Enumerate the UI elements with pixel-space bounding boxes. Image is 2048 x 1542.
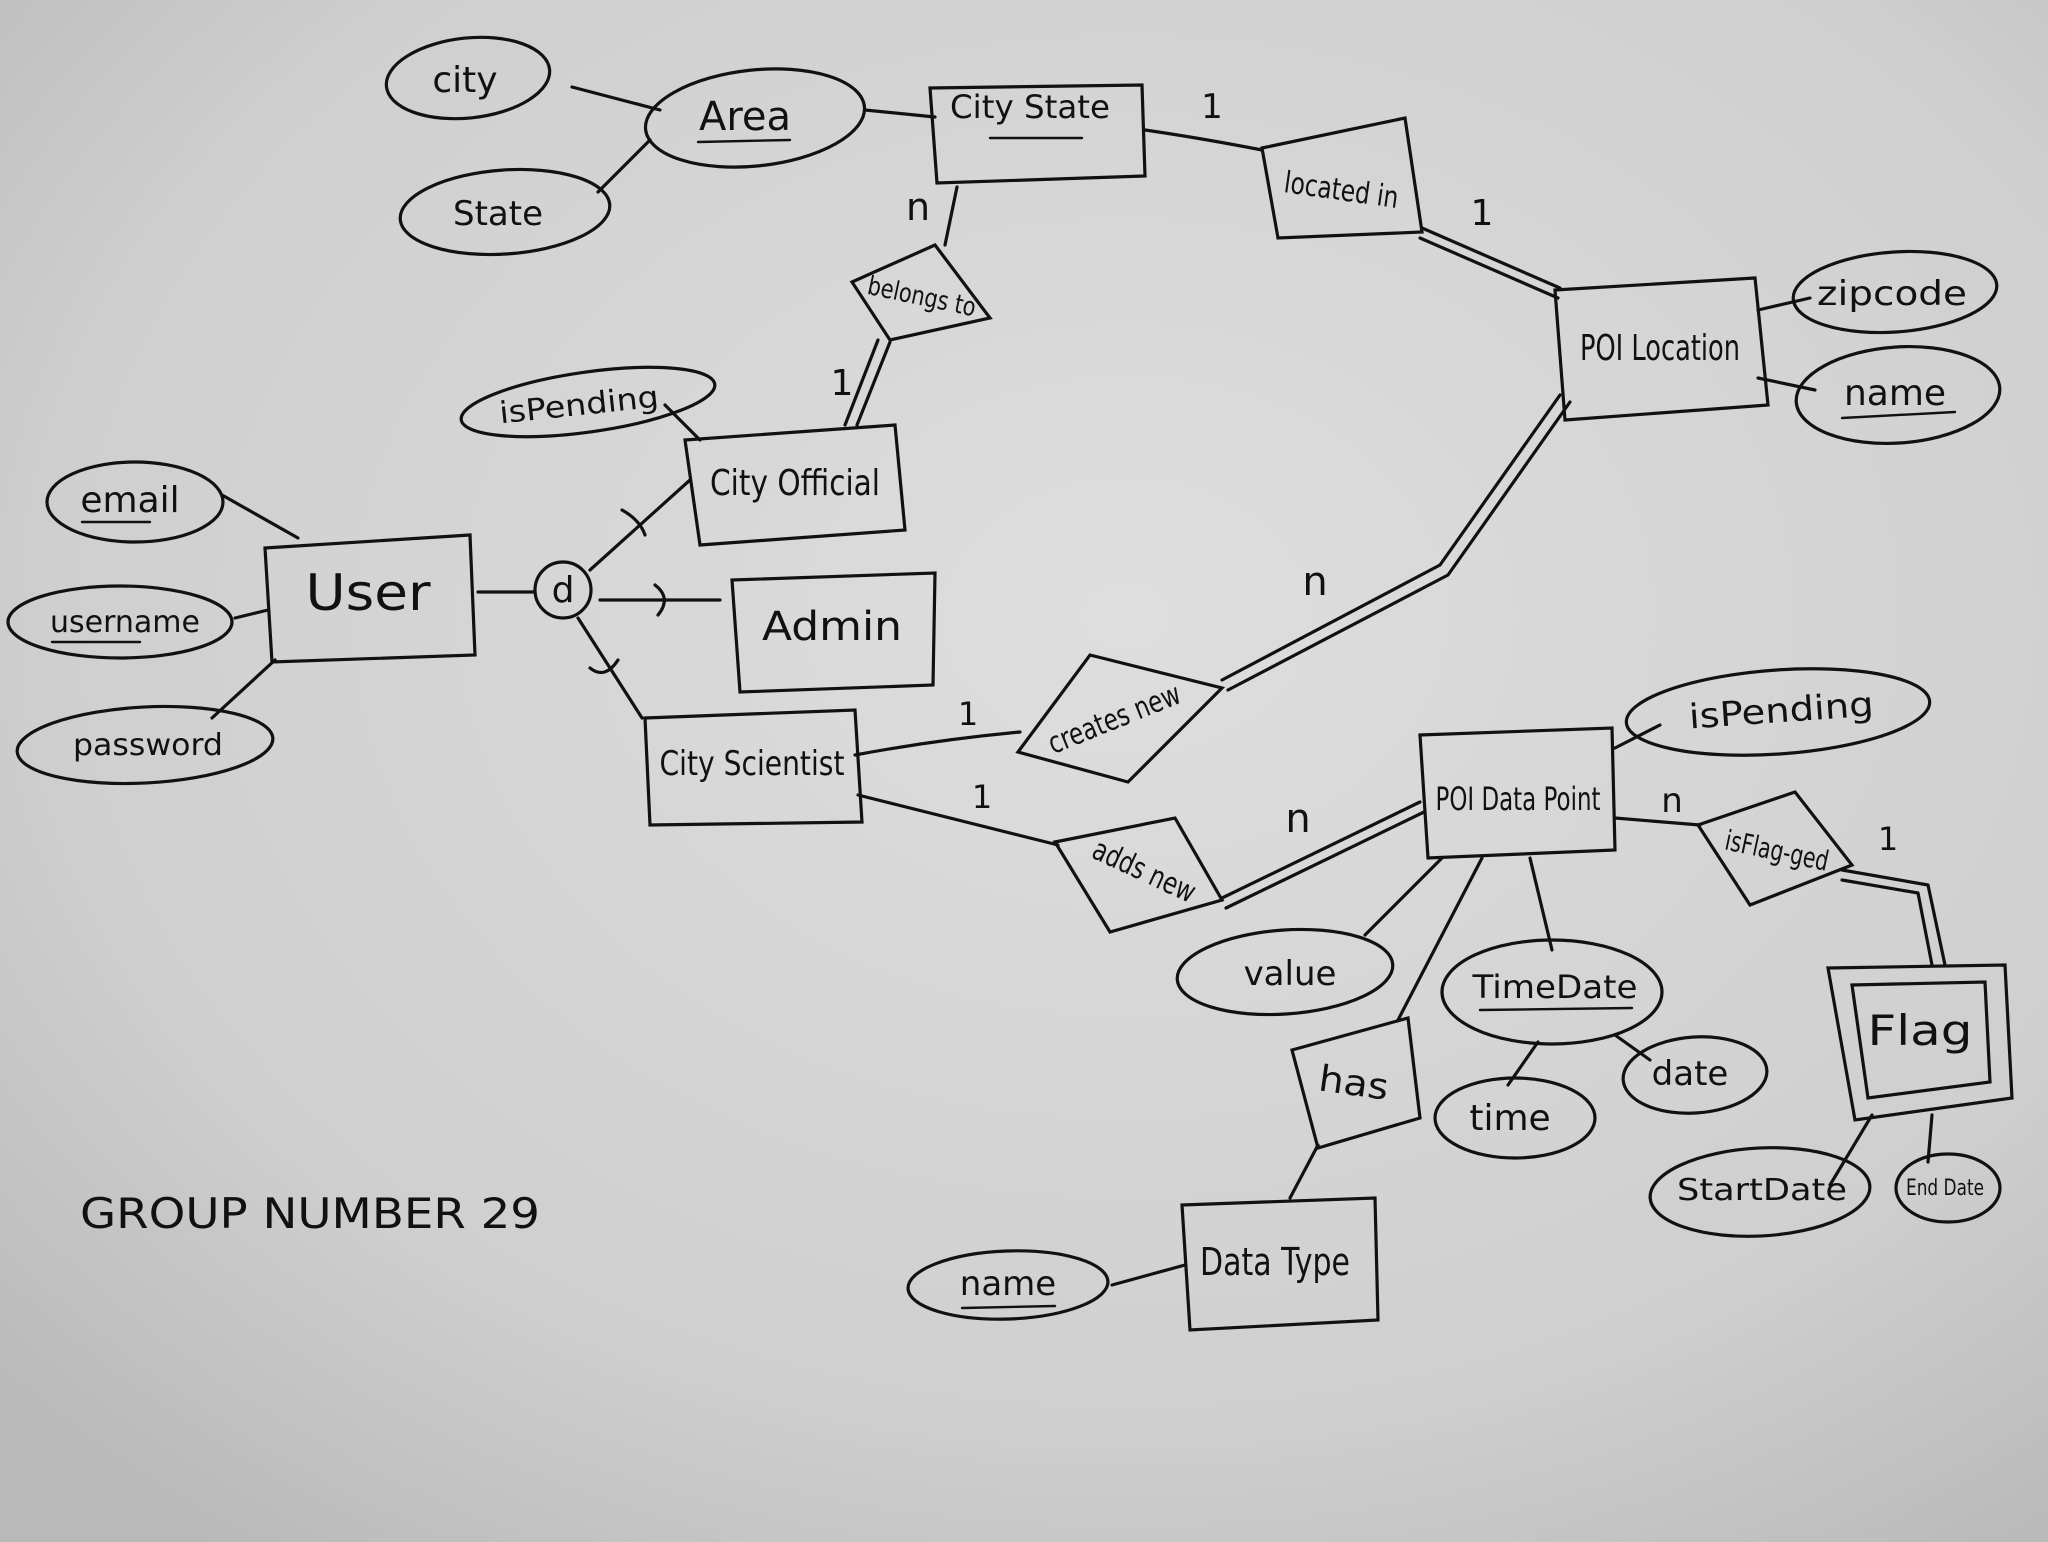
specialization-label: d xyxy=(552,570,575,611)
attribute-label: time xyxy=(1469,1098,1550,1139)
cardinality-flagged-flag: 1 xyxy=(1878,820,1898,858)
attribute-zipcode: zipcode xyxy=(1791,249,1999,335)
cardinality-city-state-located: 1 xyxy=(1201,87,1223,127)
group-number-label: GROUP NUMBER 29 xyxy=(80,1189,540,1238)
attribute-label: StartDate xyxy=(1677,1173,1847,1208)
entity-label: City Official xyxy=(710,463,880,504)
attribute-email: email xyxy=(45,460,225,544)
attribute-start-date: StartDate xyxy=(1648,1146,1872,1238)
connection-lines xyxy=(210,85,1947,1287)
cardinality-creates-scientist: 1 xyxy=(958,695,978,733)
attribute-label: name xyxy=(1844,373,1946,414)
attribute-type-name: name xyxy=(906,1249,1110,1321)
attribute-label: email xyxy=(80,480,179,521)
cardinality-adds-point: n xyxy=(1285,796,1310,842)
attribute-label: End Date xyxy=(1906,1176,1984,1201)
entity-user: User xyxy=(263,533,477,664)
entity-poi-location: POI Location xyxy=(1553,276,1770,422)
cardinality-labels: 1 1 n 1 1 n 1 n n 1 xyxy=(831,87,1899,858)
attribute-end-date: End Date xyxy=(1894,1152,2002,1224)
cardinality-located-poi: 1 xyxy=(1471,193,1494,234)
attribute-state: State xyxy=(398,167,612,257)
entity-flag-weak: Flag xyxy=(1826,963,2014,1122)
attribute-label: TimeDate xyxy=(1471,968,1637,1006)
attribute-label: State xyxy=(453,194,543,234)
relationship-has: has xyxy=(1290,1015,1422,1150)
attribute-label: city xyxy=(432,60,497,101)
cardinality-belongs-official: 1 xyxy=(831,363,854,404)
attribute-is-pending-point: isPending xyxy=(1624,667,1932,757)
attribute-label: date xyxy=(1652,1054,1729,1094)
disjoint-specialization: d xyxy=(533,560,593,620)
cardinality-belongs-city-state: n xyxy=(906,185,930,229)
entity-label: Admin xyxy=(762,604,902,650)
entity-data-type: Data Type xyxy=(1180,1196,1380,1332)
entity-label: Flag xyxy=(1868,1006,1973,1055)
attribute-label: Area xyxy=(699,94,791,140)
entity-city-official: City Official xyxy=(683,423,907,547)
attribute-password: password xyxy=(15,704,275,786)
attribute-city: city xyxy=(384,35,552,121)
entity-label: User xyxy=(306,564,431,622)
entity-admin: Admin xyxy=(730,571,937,694)
attribute-label: username xyxy=(50,605,200,640)
attribute-label: password xyxy=(73,728,223,763)
attribute-area: Area xyxy=(643,67,867,169)
attribute-time-date: TimeDate xyxy=(1440,938,1664,1046)
entity-city-state: City State xyxy=(928,83,1147,185)
entity-poi-data-point: POI Data Point xyxy=(1418,726,1617,860)
entity-label: Data Type xyxy=(1200,1240,1350,1284)
attribute-value: value xyxy=(1175,927,1395,1017)
entity-label: City Scientist xyxy=(660,744,845,784)
attribute-date: date xyxy=(1621,1035,1769,1115)
attribute-label: name xyxy=(960,1264,1056,1304)
attribute-poi-name: name xyxy=(1794,344,2002,446)
cardinality-adds-scientist: 1 xyxy=(972,778,992,816)
attribute-label: value xyxy=(1244,954,1337,994)
entity-label: POI Data Point xyxy=(1436,780,1601,818)
relationship-label: has xyxy=(1316,1058,1391,1108)
cardinality-flagged-point: n xyxy=(1661,781,1683,821)
attribute-username: username xyxy=(6,584,234,660)
entity-label: City State xyxy=(950,88,1110,126)
attribute-time: time xyxy=(1433,1076,1597,1160)
cardinality-creates-poi: n xyxy=(1302,559,1327,605)
attribute-label: zipcode xyxy=(1817,274,1967,314)
entity-label: POI Location xyxy=(1580,328,1740,369)
entity-city-scientist: City Scientist xyxy=(643,708,864,827)
